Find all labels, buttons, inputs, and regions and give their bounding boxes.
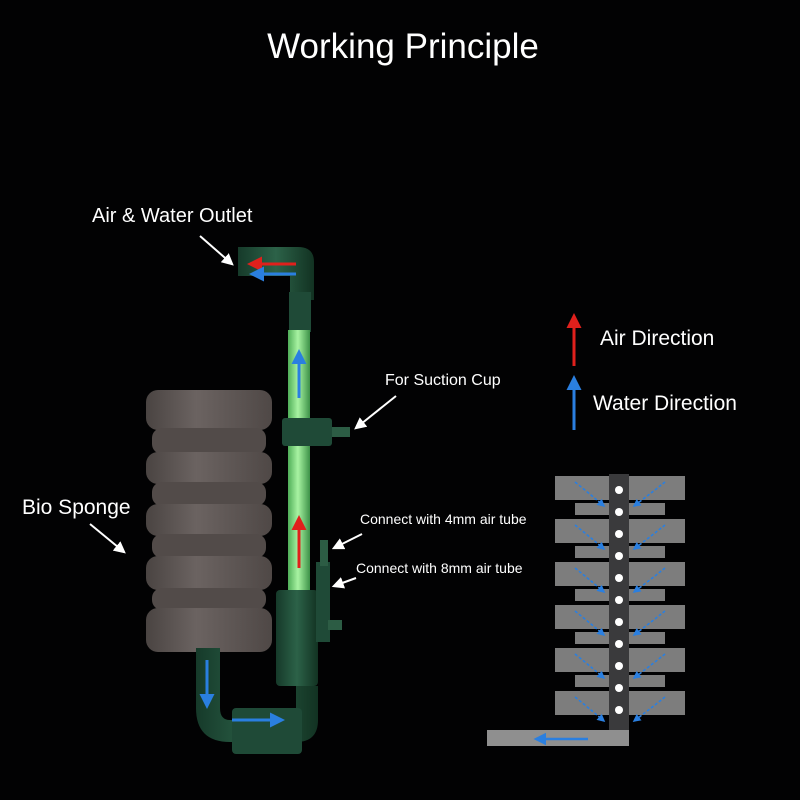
tube4-label: Connect with 4mm air tube [360,511,527,527]
air-inlet-4mm [320,540,328,566]
suction-cup-stub [332,427,350,437]
cross-section-tube [609,474,629,746]
bottom-elbow [232,708,302,754]
legend-water-label: Water Direction [593,392,737,415]
outlet-collar [289,292,311,332]
legend-air-label: Air Direction [600,327,714,350]
lower-housing [276,590,318,686]
sponge-pointer [89,523,126,554]
sponge-label: Bio Sponge [22,496,131,519]
tube4-pointer [331,533,363,550]
diagram-title: Working Principle [267,27,539,66]
air-inlet-8mm [316,562,330,642]
outlet-pointer [199,235,234,266]
cross-section [487,474,685,746]
outlet-label: Air & Water Outlet [92,205,253,227]
legend: Air Direction Water Direction [566,313,737,430]
cross-section-bubbles [615,486,623,714]
suction-cup-bracket [282,418,332,446]
tube8-label: Connect with 8mm air tube [356,560,523,576]
bio-sponge [146,390,272,652]
tube8-pointer [331,577,357,589]
air-inlet-nozzle [328,620,342,630]
suction-label: For Suction Cup [385,372,501,389]
cross-section-flow [574,481,666,723]
sponge-filter [146,247,350,754]
suction-pointer [354,395,397,430]
